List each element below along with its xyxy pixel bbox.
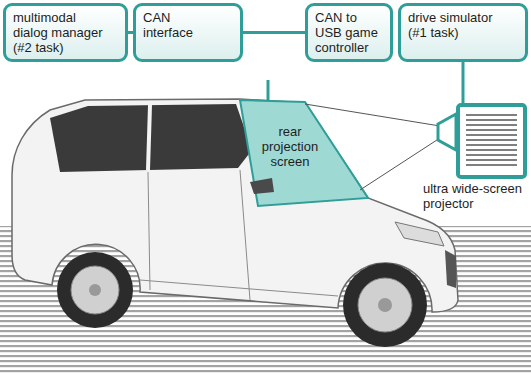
component-box: multimodal dialog manager (#2 task): [3, 3, 128, 62]
component-box: CAN interface: [133, 3, 243, 62]
rear-rim: [71, 266, 119, 314]
headlight: [395, 222, 444, 246]
component-box: drive simulator (#1 task): [398, 3, 528, 62]
simulator-wire: [462, 60, 465, 106]
projector-body: [458, 105, 525, 177]
bus-connector: [243, 31, 305, 34]
box-text: drive simulator (#1 task): [408, 10, 508, 40]
grille: [445, 250, 456, 288]
window-pillar: [148, 105, 150, 170]
part-label: ultra wide-screen projector: [423, 181, 527, 211]
windshield: [240, 100, 368, 206]
box-text: CAN to USB game controller: [315, 10, 383, 55]
side-windows: [50, 104, 252, 172]
door-line: [240, 170, 250, 300]
part-label: rear projection screen: [255, 124, 325, 169]
mirror: [250, 178, 274, 194]
front-hub: [378, 298, 392, 312]
door-line: [148, 172, 150, 290]
projection-beam: [305, 104, 440, 126]
box-text: CAN interface: [143, 10, 205, 40]
front-rim: [358, 278, 412, 332]
sill-line: [140, 280, 338, 296]
rear-tire: [57, 252, 133, 328]
bus-wire: [267, 80, 270, 101]
front-tire: [343, 263, 427, 347]
box-text: multimodal dialog manager (#2 task): [13, 10, 107, 55]
projector-vents: [466, 115, 517, 165]
component-box: CAN to USB game controller: [305, 3, 393, 62]
rear-hub: [89, 284, 101, 296]
projector-lens: [438, 114, 456, 150]
